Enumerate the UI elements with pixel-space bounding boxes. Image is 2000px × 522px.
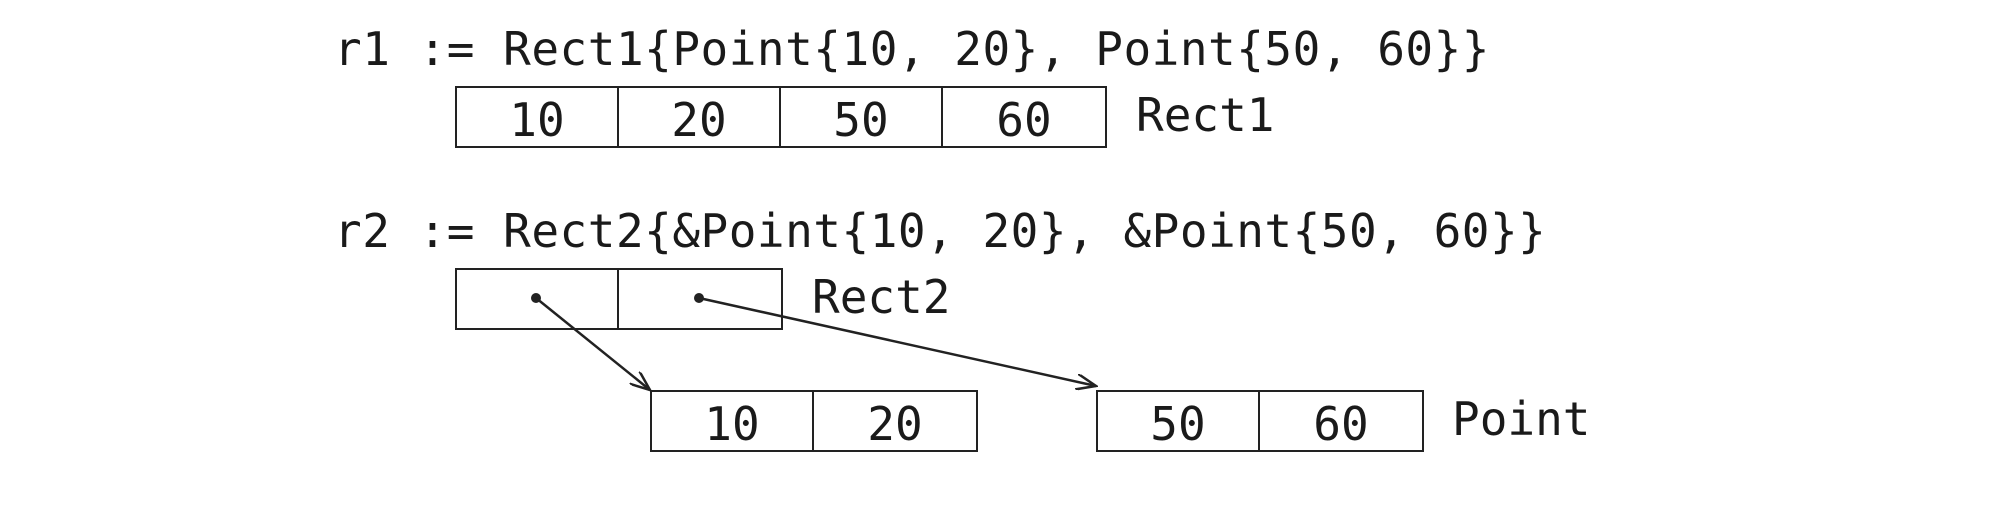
rect2-type-label: Rect2 — [812, 270, 951, 324]
rect1-type-label: Rect1 — [1136, 88, 1275, 142]
point-a-cell-2: 20 — [867, 397, 923, 451]
point-box-b: 50 60 — [1096, 390, 1424, 452]
rect1-value-box: 10 20 50 60 — [455, 86, 1107, 148]
r1-declaration: r1 := Rect1{Point{10, 20}, Point{50, 60}… — [334, 22, 1490, 76]
rect1-cell-3: 50 — [781, 88, 943, 147]
rect2-pointer-cell-1 — [457, 270, 619, 328]
rect2-pointer-box — [455, 268, 783, 330]
point-b-cell-1: 50 — [1098, 392, 1260, 451]
point-box-a: 10 20 — [650, 390, 978, 452]
point-type-label: Point — [1452, 392, 1591, 446]
point-b-cell-2: 60 — [1313, 397, 1369, 451]
rect2-pointer-cell-2 — [619, 270, 781, 328]
rect1-cell-2: 20 — [619, 88, 781, 147]
r2-declaration: r2 := Rect2{&Point{10, 20}, &Point{50, 6… — [334, 204, 1547, 258]
point-a-cell-1: 10 — [652, 392, 814, 451]
rect1-cell-1: 10 — [457, 88, 619, 147]
rect1-cell-4: 60 — [996, 93, 1052, 147]
